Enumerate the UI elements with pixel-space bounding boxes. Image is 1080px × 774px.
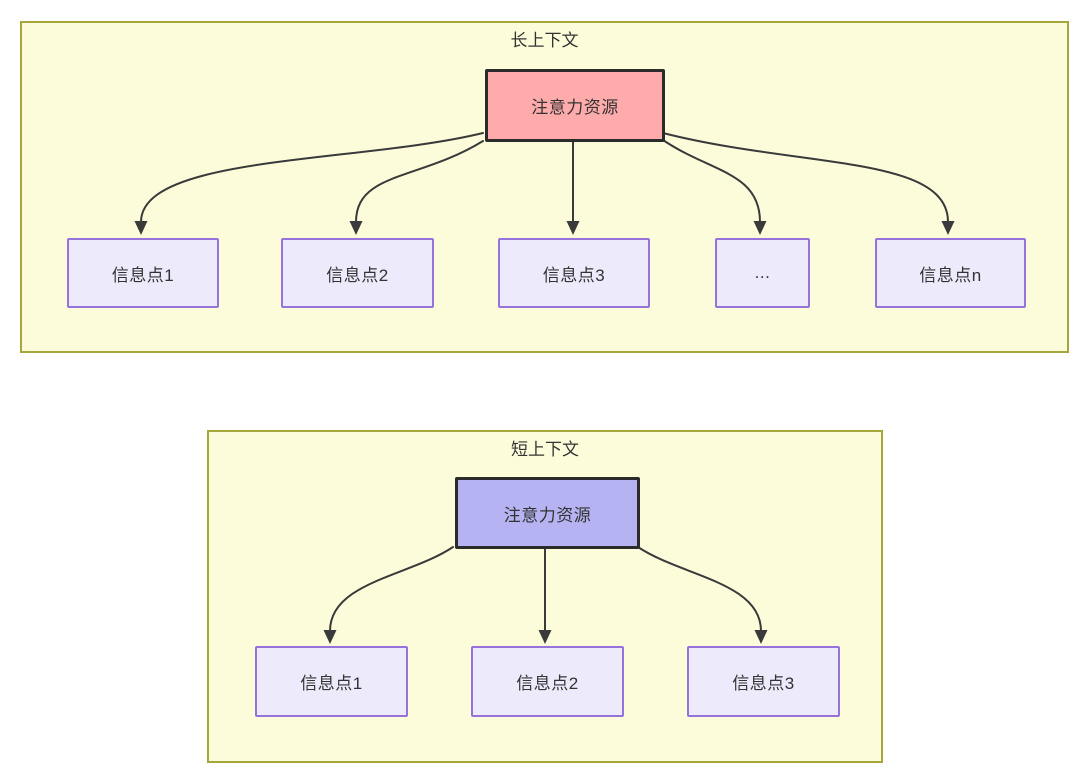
info-point-node: 信息点1 (255, 646, 408, 717)
long-context-title: 长上下文 (510, 31, 579, 50)
info-point-node: 信息点2 (471, 646, 624, 717)
info-point-node: 信息点3 (687, 646, 840, 717)
short-context-panel: 短上下文 注意力资源 信息点1 信息点2 信息点3 (207, 430, 883, 763)
info-point-node: 信息点3 (498, 238, 650, 308)
short-context-title: 短上下文 (511, 440, 579, 459)
attention-resource-node-short: 注意力资源 (455, 477, 640, 549)
info-point-node: 信息点2 (281, 238, 434, 308)
long-context-panel: 长上下文 注意力资源 信息点1 信息点2 信息点3 ... 信息点n (20, 21, 1069, 353)
attention-resource-node-long: 注意力资源 (485, 69, 665, 142)
info-point-ellipsis-node: ... (715, 238, 810, 308)
info-point-node: 信息点1 (67, 238, 219, 308)
info-point-node: 信息点n (875, 238, 1026, 308)
